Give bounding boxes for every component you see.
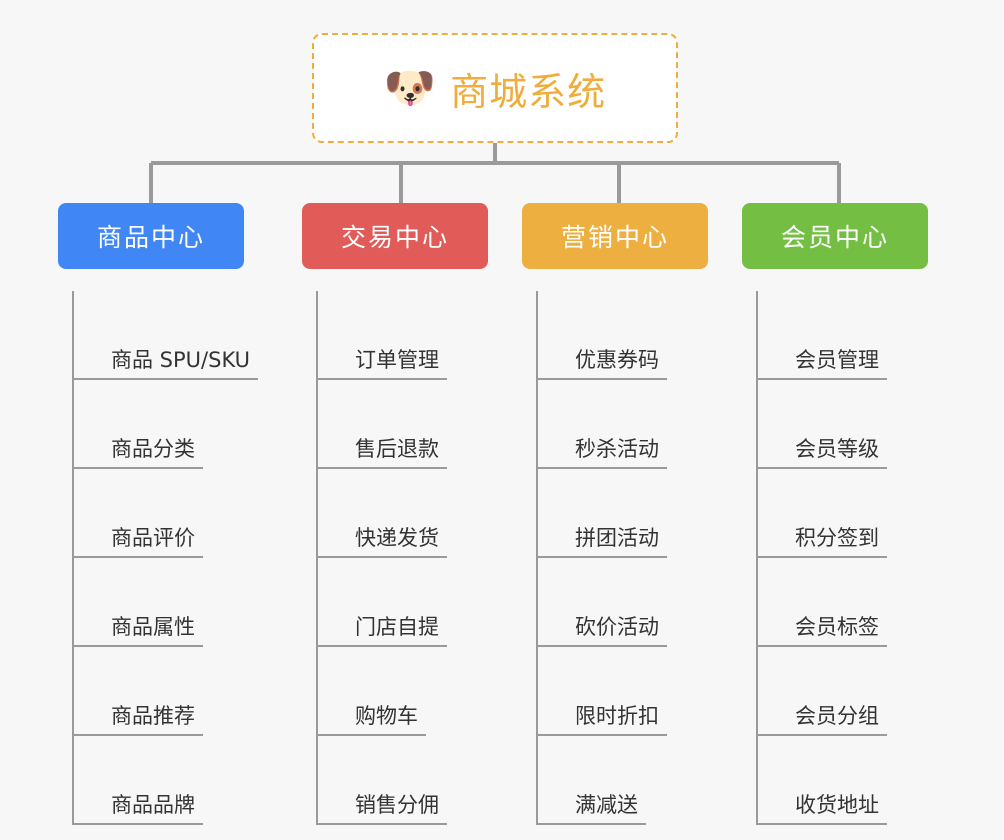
- leaf-underline: [317, 645, 447, 647]
- leaf-underline: [757, 556, 887, 558]
- leaf-underline: [537, 467, 667, 469]
- category-header-marketing-center[interactable]: 营销中心: [522, 203, 708, 269]
- leaf-underline: [73, 467, 203, 469]
- column-product-center: 商品中心 商品 SPU/SKU 商品分类 商品评价 商品属性: [58, 203, 278, 825]
- list-item[interactable]: 满减送: [537, 736, 718, 825]
- list-item-label: 商品品牌: [111, 793, 195, 817]
- leaf-underline: [317, 556, 447, 558]
- trunk-line: [72, 291, 74, 825]
- leaf-underline: [73, 645, 203, 647]
- leaf-underline: [73, 378, 258, 380]
- list-item-label: 销售分佣: [355, 793, 439, 817]
- root-title: 商城系统: [450, 69, 607, 114]
- column-trade-center: 交易中心 订单管理 售后退款 快递发货 门店自提: [278, 203, 498, 825]
- leaf-underline: [537, 378, 667, 380]
- list-item[interactable]: 收货地址: [757, 736, 938, 825]
- list-item[interactable]: 商品品牌: [73, 736, 278, 825]
- leaf-underline: [317, 734, 426, 736]
- list-item-label: 商品 SPU/SKU: [111, 348, 251, 372]
- trunk-line: [536, 291, 538, 825]
- list-item-label: 售后退款: [355, 437, 439, 461]
- list-item-label: 会员管理: [795, 348, 879, 372]
- list-item-label: 商品推荐: [111, 704, 195, 728]
- list-item-label: 秒杀活动: [575, 437, 659, 461]
- list-item[interactable]: 商品推荐: [73, 647, 278, 736]
- list-item[interactable]: 商品分类: [73, 380, 278, 469]
- list-item[interactable]: 秒杀活动: [537, 380, 718, 469]
- leaf-list-member-center: 会员管理 会员等级 积分签到 会员标签 会员分组: [756, 291, 938, 825]
- list-item[interactable]: 商品属性: [73, 558, 278, 647]
- leaf-underline: [317, 823, 447, 825]
- dog-face-icon: 🐶: [383, 63, 437, 112]
- list-item-label: 限时折扣: [575, 704, 659, 728]
- leaf-underline: [757, 645, 887, 647]
- list-item[interactable]: 会员分组: [757, 647, 938, 736]
- leaf-underline: [537, 823, 646, 825]
- list-item-label: 购物车: [355, 704, 418, 728]
- list-item[interactable]: 会员标签: [757, 558, 938, 647]
- trunk-line: [756, 291, 758, 825]
- list-item-label: 砍价活动: [575, 615, 659, 639]
- root-node[interactable]: 🐶 商城系统: [312, 33, 678, 143]
- list-item-label: 积分签到: [795, 526, 879, 550]
- leaf-underline: [73, 734, 203, 736]
- list-item[interactable]: 拼团活动: [537, 469, 718, 558]
- category-title: 会员中心: [780, 223, 889, 252]
- leaf-underline: [757, 378, 887, 380]
- category-header-trade-center[interactable]: 交易中心: [302, 203, 488, 269]
- list-item[interactable]: 购物车: [317, 647, 498, 736]
- list-item-label: 快递发货: [355, 526, 439, 550]
- list-item[interactable]: 订单管理: [317, 291, 498, 380]
- list-item[interactable]: 砍价活动: [537, 558, 718, 647]
- category-title: 营销中心: [560, 223, 669, 252]
- column-marketing-center: 营销中心 优惠券码 秒杀活动 拼团活动 砍价活动: [498, 203, 718, 825]
- list-item-label: 拼团活动: [575, 526, 659, 550]
- list-item-label: 商品评价: [111, 526, 195, 550]
- leaf-underline: [537, 645, 667, 647]
- category-title: 商品中心: [96, 223, 205, 252]
- list-item[interactable]: 优惠券码: [537, 291, 718, 380]
- leaf-underline: [73, 823, 203, 825]
- leaf-underline: [757, 467, 887, 469]
- list-item[interactable]: 积分签到: [757, 469, 938, 558]
- list-item[interactable]: 会员等级: [757, 380, 938, 469]
- list-item[interactable]: 快递发货: [317, 469, 498, 558]
- list-item-label: 订单管理: [355, 348, 439, 372]
- list-item-label: 门店自提: [355, 615, 439, 639]
- leaf-list-marketing-center: 优惠券码 秒杀活动 拼团活动 砍价活动 限时折扣: [536, 291, 718, 825]
- category-header-product-center[interactable]: 商品中心: [58, 203, 244, 269]
- list-item[interactable]: 售后退款: [317, 380, 498, 469]
- list-item-label: 满减送: [575, 793, 638, 817]
- list-item-label: 优惠券码: [575, 348, 659, 372]
- leaf-underline: [757, 734, 887, 736]
- leaf-underline: [537, 734, 667, 736]
- leaf-underline: [317, 378, 447, 380]
- list-item[interactable]: 销售分佣: [317, 736, 498, 825]
- trunk-line: [316, 291, 318, 825]
- leaf-underline: [73, 556, 203, 558]
- category-header-member-center[interactable]: 会员中心: [742, 203, 928, 269]
- category-columns: 商品中心 商品 SPU/SKU 商品分类 商品评价 商品属性: [0, 203, 1004, 840]
- leaf-underline: [317, 467, 447, 469]
- list-item-label: 会员分组: [795, 704, 879, 728]
- list-item[interactable]: 商品 SPU/SKU: [73, 291, 278, 380]
- list-item-label: 会员等级: [795, 437, 879, 461]
- list-item[interactable]: 会员管理: [757, 291, 938, 380]
- category-title: 交易中心: [340, 223, 449, 252]
- list-item-label: 会员标签: [795, 615, 879, 639]
- leaf-underline: [537, 556, 667, 558]
- list-item-label: 收货地址: [795, 793, 879, 817]
- leaf-list-product-center: 商品 SPU/SKU 商品分类 商品评价 商品属性 商品推荐: [72, 291, 278, 825]
- column-member-center: 会员中心 会员管理 会员等级 积分签到 会员标签: [718, 203, 938, 825]
- list-item[interactable]: 门店自提: [317, 558, 498, 647]
- list-item-label: 商品属性: [111, 615, 195, 639]
- leaf-underline: [757, 823, 887, 825]
- leaf-list-trade-center: 订单管理 售后退款 快递发货 门店自提 购物车: [316, 291, 498, 825]
- list-item[interactable]: 商品评价: [73, 469, 278, 558]
- list-item-label: 商品分类: [111, 437, 195, 461]
- list-item[interactable]: 限时折扣: [537, 647, 718, 736]
